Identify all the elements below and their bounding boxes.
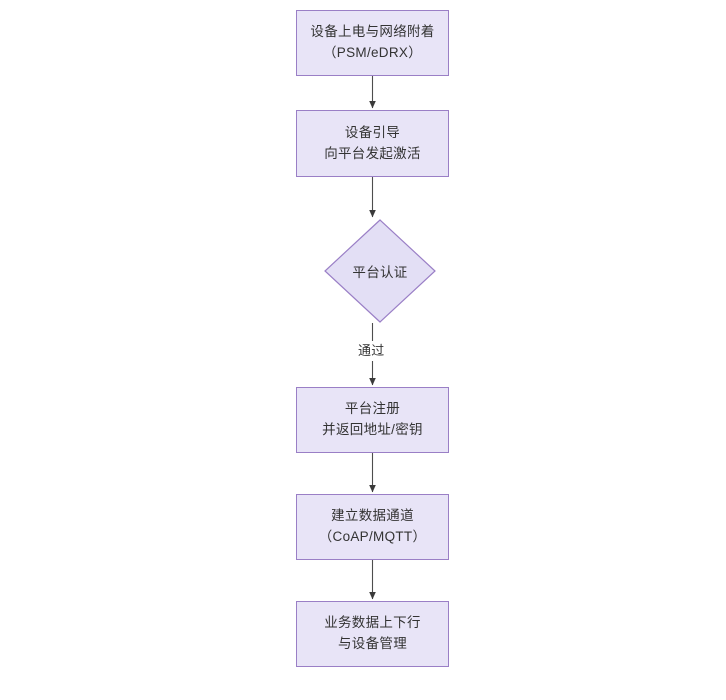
node-text-line: 与设备管理 — [338, 636, 407, 651]
node-platform-registration[interactable]: 平台注册 并返回地址/密钥 — [296, 387, 449, 453]
node-text-line: 向平台发起激活 — [324, 145, 421, 161]
node-establish-data-channel[interactable]: 建立数据通道 （CoAP/MQTT） — [296, 494, 449, 560]
node-text-line: 设备引导 — [344, 124, 401, 140]
node-business-data-and-device-management[interactable]: 业务数据上下行 与设备管理 — [296, 601, 449, 667]
node-text-line: 平台注册 — [344, 401, 401, 417]
node-text-line: 业务数据上下行 — [324, 615, 421, 631]
node-text-line: （CoAP/MQTT） — [318, 529, 427, 544]
diamond-shape — [324, 219, 436, 323]
node-text-line: 并返回地址/密钥 — [322, 422, 423, 437]
node-platform-authentication[interactable]: 平台认证 — [324, 219, 436, 323]
edge-label-pass: 通过 — [355, 341, 388, 362]
node-device-power-on[interactable]: 设备上电与网络附着 （PSM/eDRX） — [296, 10, 449, 76]
node-text-line: （PSM/eDRX） — [322, 45, 423, 60]
node-device-bootstrap[interactable]: 设备引导 向平台发起激活 — [296, 110, 449, 177]
node-text-line: 平台认证 — [352, 265, 408, 280]
node-text-line: 设备上电与网络附着 — [310, 24, 435, 40]
node-text-line: 建立数据通道 — [331, 508, 414, 524]
